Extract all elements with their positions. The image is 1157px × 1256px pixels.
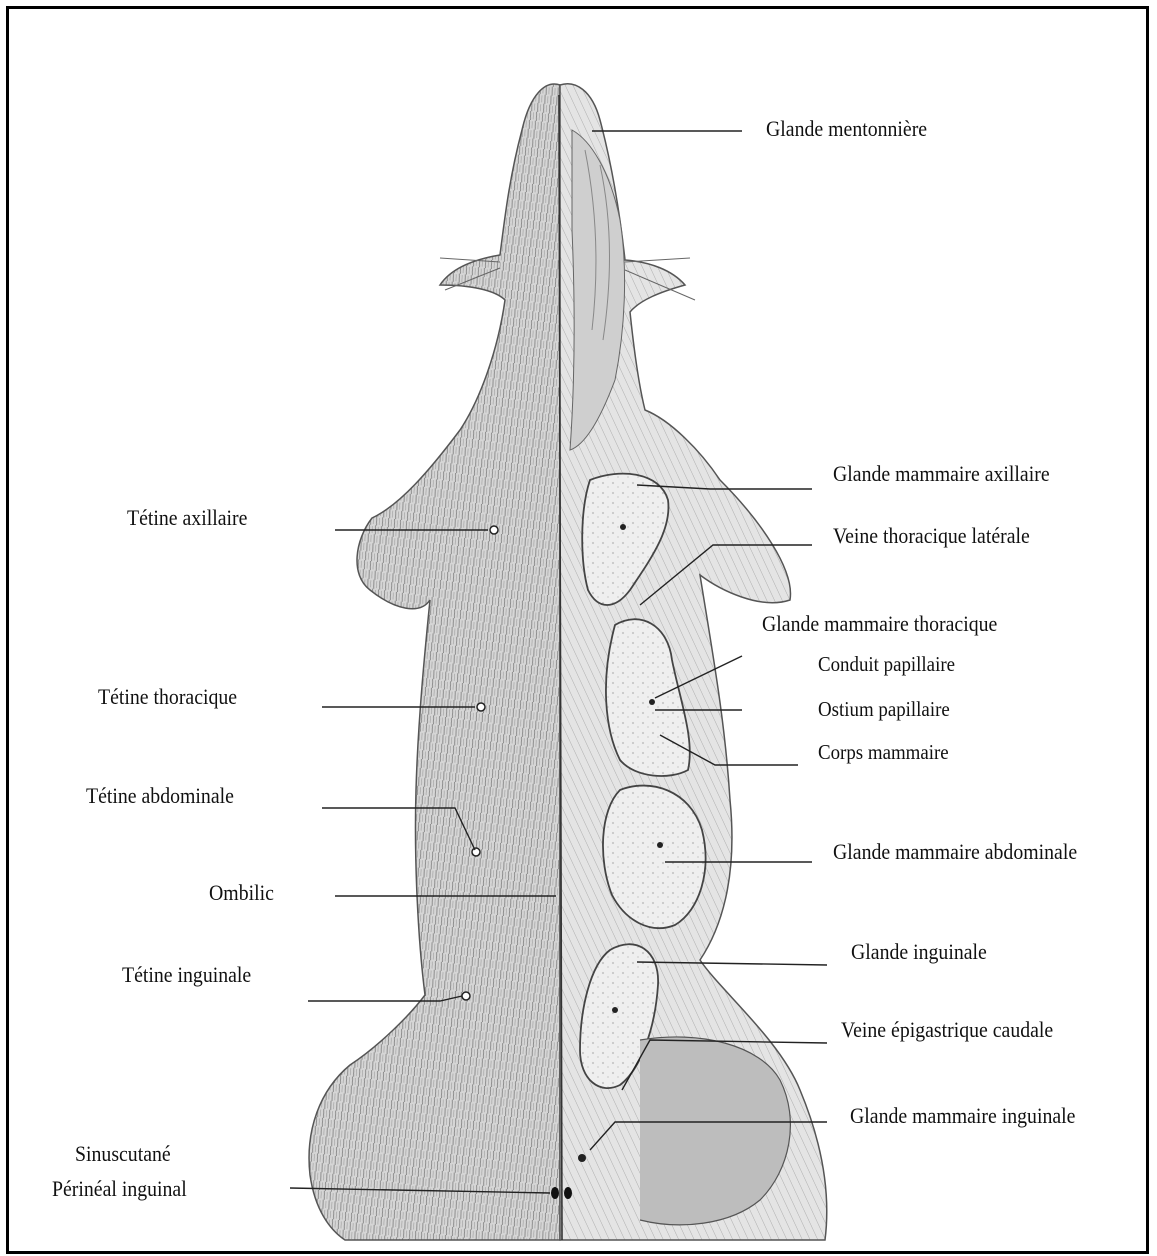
label-tetine-axillaire: Tétine axillaire (127, 505, 247, 530)
label-conduit-papillaire: Conduit papillaire (818, 652, 955, 676)
label-tetine-thoracique: Tétine thoracique (98, 684, 237, 709)
label-glande-inguinale: Glande inguinale (851, 939, 987, 964)
label-tetine-abdominale: Tétine abdominale (86, 783, 234, 808)
label-ostium-papillaire: Ostium papillaire (818, 697, 950, 721)
label-perineal-inguinal: Périnéal inguinal (52, 1176, 187, 1201)
label-glande-mentonniere: Glande mentonnière (766, 116, 927, 141)
label-sinuscutane: Sinuscutané (75, 1141, 171, 1166)
label-corps-mammaire: Corps mammaire (818, 740, 949, 764)
label-veine-thoracique-laterale: Veine thoracique latérale (833, 523, 1030, 548)
label-glande-mammaire-axillaire: Glande mammaire axillaire (833, 461, 1050, 486)
label-veine-epigastrique-caudale: Veine épigastrique caudale (841, 1017, 1053, 1042)
label-glande-mammaire-inguinale: Glande mammaire inguinale (850, 1103, 1075, 1128)
abdominal-gland (603, 786, 706, 929)
label-glande-mammaire-abdominale: Glande mammaire abdominale (833, 839, 1077, 864)
label-tetine-inguinale: Tétine inguinale (122, 962, 251, 987)
label-ombilic: Ombilic (209, 880, 274, 905)
body-left-fur (309, 84, 560, 1240)
label-glande-mammaire-thoracique: Glande mammaire thoracique (762, 611, 997, 636)
